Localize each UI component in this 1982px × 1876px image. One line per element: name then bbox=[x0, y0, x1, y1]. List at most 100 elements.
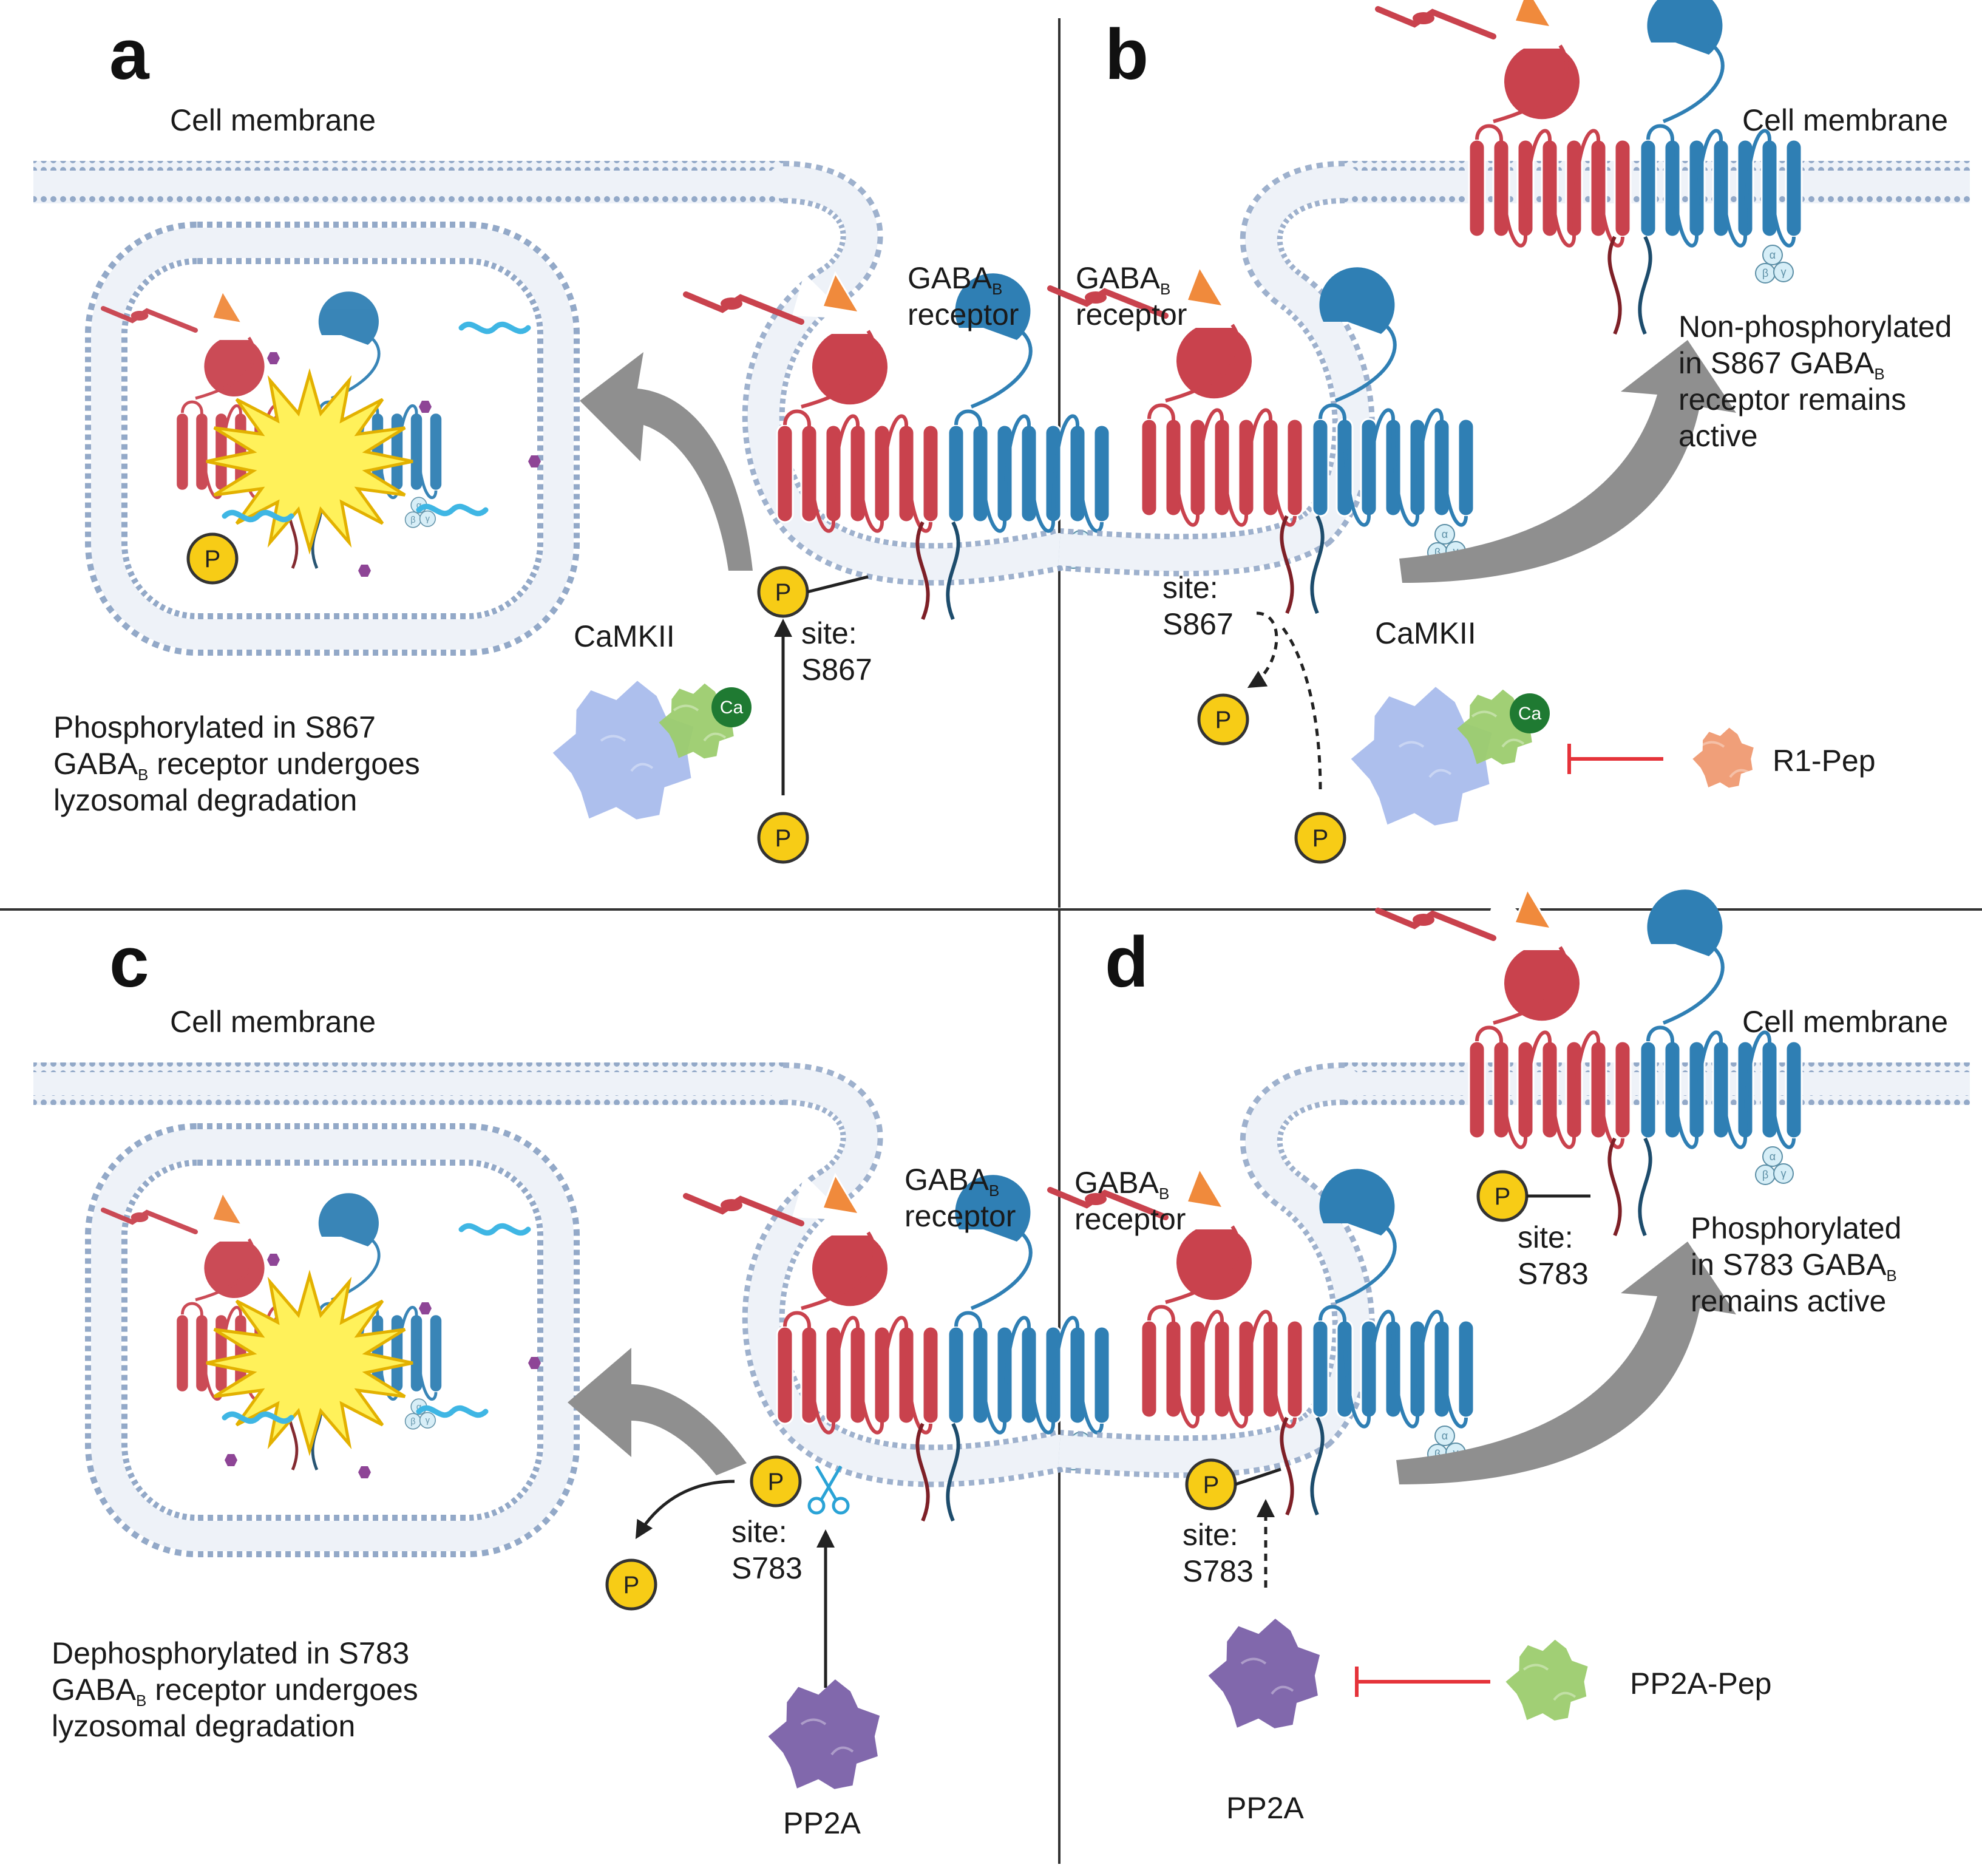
svg-text:α: α bbox=[416, 1402, 421, 1412]
degradation-burst-icon bbox=[206, 368, 413, 555]
lysosome-vesicle bbox=[85, 1123, 580, 1557]
calcium-label: Ca bbox=[1518, 704, 1542, 724]
activation-arrow bbox=[1396, 1242, 1736, 1484]
phosphatase-label: PP2A bbox=[1226, 1791, 1305, 1825]
caption-line: lyzosomal degradation bbox=[52, 1709, 355, 1743]
site-label-line2: S783 bbox=[731, 1551, 803, 1585]
site-label-line1: site: bbox=[1183, 1518, 1238, 1552]
phosphate-icon: P bbox=[1294, 812, 1346, 864]
phosphate-icon: P bbox=[1197, 693, 1249, 746]
caption-line: GABAB receptor undergoes bbox=[53, 747, 420, 784]
caption-line: in S783 GABAB bbox=[1691, 1248, 1897, 1285]
site-label-line1: site: bbox=[801, 616, 857, 650]
degraded-receptor: αβ γ bbox=[100, 290, 541, 577]
pp2a-icon bbox=[768, 1679, 880, 1789]
receptor-label-line2: receptor bbox=[908, 297, 1019, 331]
kinase-label: CaMKII bbox=[1375, 616, 1476, 650]
site-label-line2: S783 bbox=[1183, 1554, 1254, 1588]
phosphate-label: P bbox=[623, 1572, 640, 1599]
receptor-label-name: GABAB bbox=[1076, 261, 1170, 298]
scissors-icon bbox=[807, 1465, 850, 1515]
caption-line: remains active bbox=[1691, 1284, 1886, 1318]
svg-text:γ: γ bbox=[1781, 266, 1787, 278]
caption-line: Non-phosphorylated bbox=[1678, 310, 1952, 344]
svg-text:β: β bbox=[1762, 1169, 1768, 1181]
site-label: site:S867 bbox=[1162, 571, 1234, 641]
membrane-label: Cell membrane bbox=[170, 103, 376, 137]
phosphatase-label: PP2A bbox=[783, 1806, 861, 1840]
transport-arrow bbox=[580, 352, 753, 571]
caption-line: receptor remains bbox=[1678, 382, 1906, 416]
site-label-line2: S867 bbox=[1162, 607, 1234, 641]
svg-text:α: α bbox=[1770, 249, 1776, 261]
svg-text:α: α bbox=[416, 501, 421, 511]
calcium-icon: Ca bbox=[711, 687, 752, 727]
gaba-b-receptor-internal: αβγ bbox=[1047, 265, 1475, 614]
phosphate-icon: P bbox=[186, 532, 239, 585]
svg-text:β: β bbox=[410, 515, 415, 525]
site-label: site:S783 bbox=[1183, 1518, 1254, 1588]
site-label-line1: site: bbox=[731, 1515, 787, 1549]
site-label: site:S867 bbox=[801, 616, 872, 687]
calcium-label: Ca bbox=[720, 698, 744, 718]
svg-text:γ: γ bbox=[426, 514, 430, 524]
phosphate-release-arrow bbox=[635, 1480, 735, 1540]
r1-pep-icon bbox=[1692, 727, 1754, 788]
site-label-line1: site: bbox=[1518, 1220, 1573, 1254]
panel-letter: b bbox=[1105, 15, 1149, 95]
site-label-line2: S867 bbox=[801, 653, 872, 687]
caption-line: Dephosphorylated in S783 bbox=[52, 1636, 409, 1670]
kinase-label: CaMKII bbox=[574, 619, 675, 653]
caption-line: Phosphorylated in S867 bbox=[53, 710, 376, 744]
phosphate-label: P bbox=[775, 579, 792, 606]
camkii-icon bbox=[1351, 687, 1492, 826]
gaba-b-receptor-internal: αβγ bbox=[1047, 1166, 1475, 1516]
svg-text:β: β bbox=[1434, 1448, 1441, 1460]
camkii-icon bbox=[552, 681, 694, 820]
receptor-label-line2: receptor bbox=[904, 1199, 1016, 1233]
activation-arrow bbox=[1399, 340, 1736, 583]
svg-text:α: α bbox=[1770, 1150, 1776, 1163]
receptor-label-line2: receptor bbox=[1074, 1202, 1186, 1236]
transport-arrow bbox=[568, 1348, 747, 1475]
svg-text:α: α bbox=[1442, 528, 1448, 540]
membrane-label: Cell membrane bbox=[1742, 103, 1948, 137]
caption-line: active bbox=[1678, 419, 1758, 453]
receptor-label-name: GABAB bbox=[908, 261, 1002, 298]
svg-text:β: β bbox=[1762, 267, 1768, 279]
inhibitor-label: PP2A-Pep bbox=[1630, 1667, 1771, 1701]
inhibitor-label: R1-Pep bbox=[1773, 744, 1876, 778]
phosphate-icon: P bbox=[757, 812, 809, 864]
receptor-label-line2: receptor bbox=[1076, 297, 1187, 331]
phosphate-label: P bbox=[1312, 825, 1329, 852]
lysosome-vesicle bbox=[85, 222, 580, 656]
phosphate-label: P bbox=[1203, 1472, 1220, 1498]
svg-text:α: α bbox=[1442, 1430, 1448, 1442]
pp2a-icon bbox=[1208, 1619, 1320, 1728]
phosphate-label: P bbox=[775, 825, 792, 852]
membrane-label: Cell membrane bbox=[170, 1005, 376, 1039]
phosphate-label: P bbox=[1215, 707, 1232, 733]
degradation-burst-icon bbox=[206, 1269, 413, 1456]
inhibition-line bbox=[1355, 1667, 1490, 1697]
camkii-complex: Ca bbox=[1351, 687, 1550, 826]
phosphate-icon: P bbox=[1185, 1458, 1237, 1511]
phosphate-label: P bbox=[1495, 1183, 1511, 1210]
blocked-phosphorylation-arrow bbox=[1280, 624, 1322, 790]
